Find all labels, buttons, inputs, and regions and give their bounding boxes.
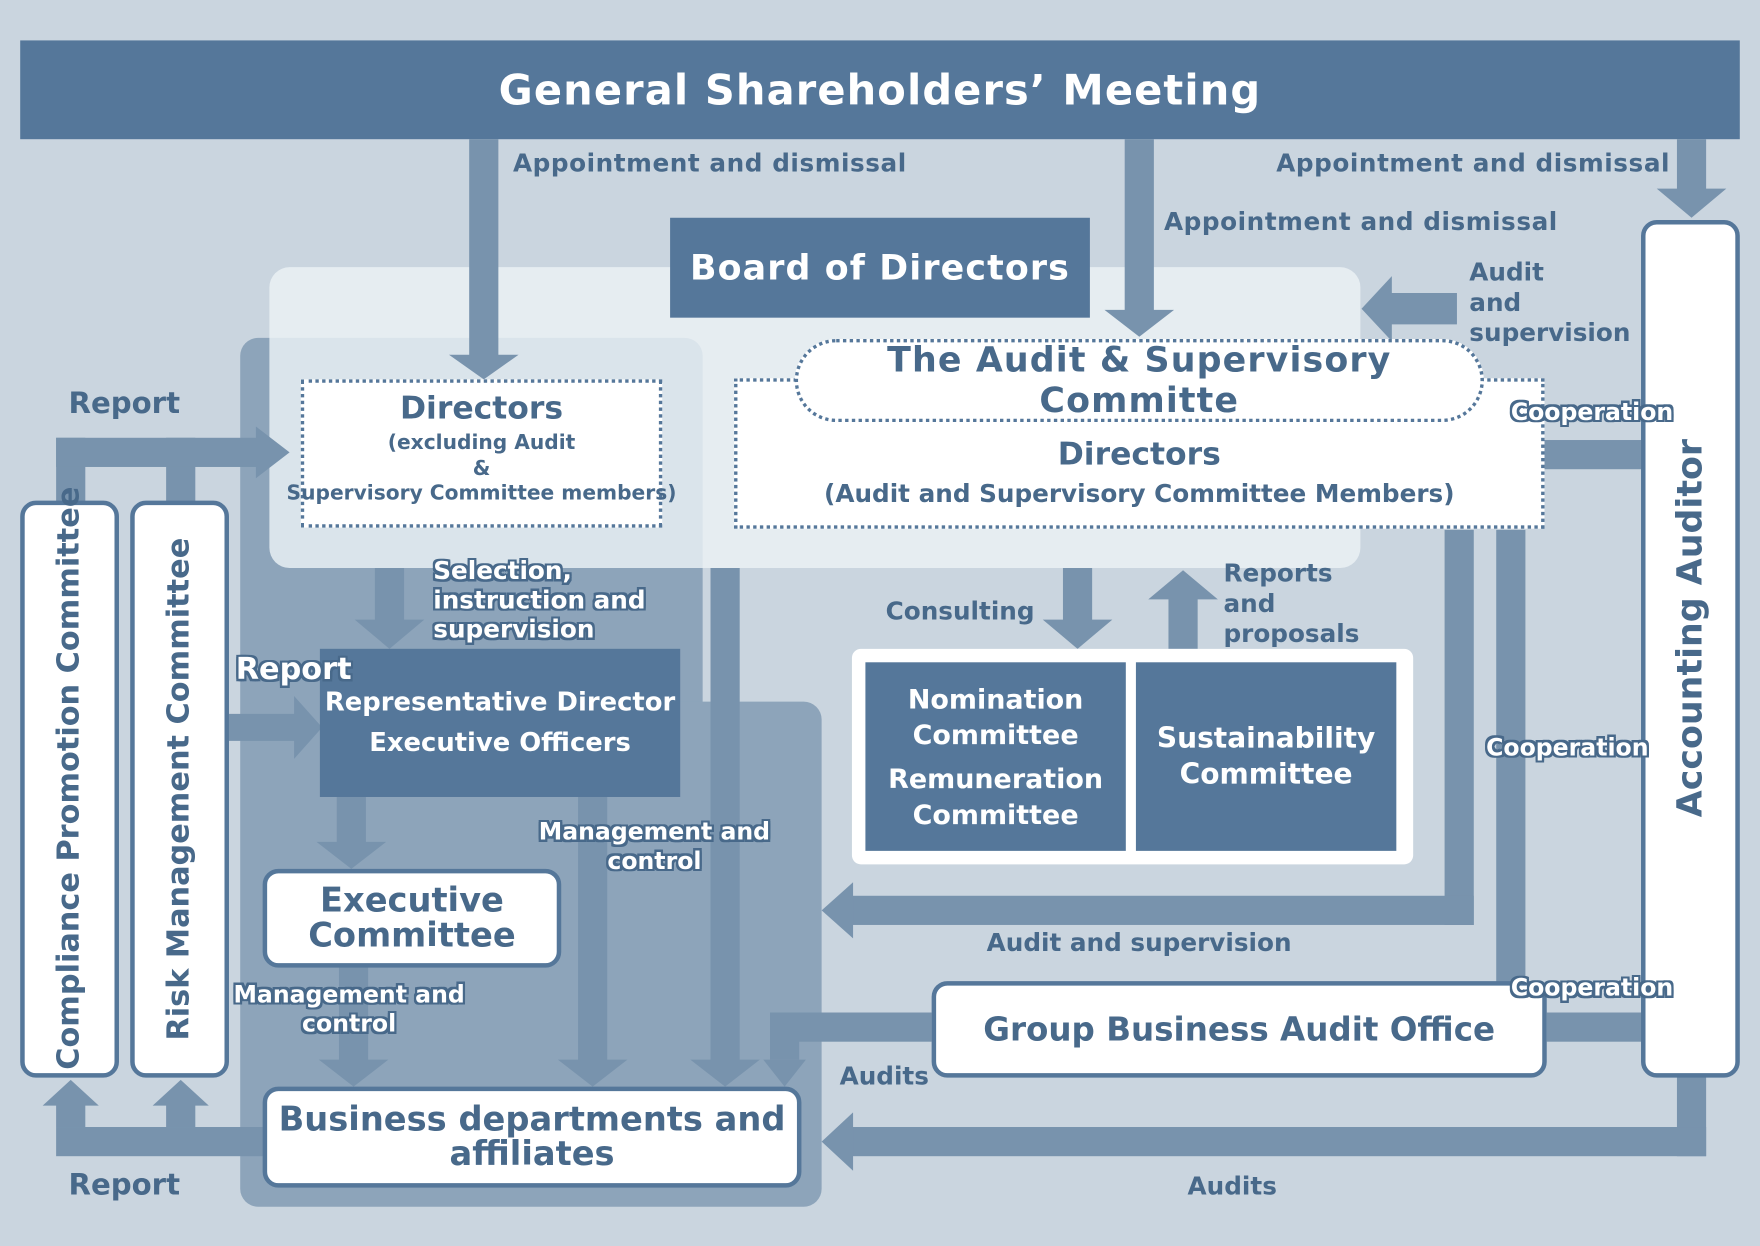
selection-line2: instruction and: [433, 587, 646, 616]
arrow-cooperation-2: [1496, 529, 1526, 984]
executive-committee-line2: Committee: [308, 915, 516, 956]
directors-excluding-line2: &: [472, 456, 491, 481]
selection-line1: Selection,: [433, 557, 572, 586]
compliance-committee-box: [20, 500, 119, 1078]
reports-proposals-line2: and: [1223, 590, 1276, 619]
audits-label-1: Audits: [839, 1063, 929, 1092]
nomination-line2: Committee: [912, 718, 1079, 751]
remuneration-line1: Remuneration: [888, 762, 1104, 795]
arrow-reports-proposals: [1148, 570, 1218, 649]
executive-officers-label: Executive Officers: [369, 728, 631, 758]
representative-director-box: Representative Director Executive Office…: [319, 648, 681, 797]
reports-proposals-line1: Reports: [1223, 560, 1333, 589]
arrow-appointment-audit-committee: [1104, 139, 1175, 337]
selection-line3: supervision: [433, 616, 595, 645]
group-audit-office-box: Group Business Audit Office: [931, 981, 1547, 1078]
audit-committee-title: The Audit & Supervisory Committe: [887, 340, 1392, 421]
arrow-audit-supervision-top: [1361, 276, 1457, 342]
report-bottom-label: Report: [68, 1168, 181, 1203]
sustainability-line1: Sustainability: [1156, 721, 1376, 755]
directors-excluding-line3: Supervisory Committee members): [286, 481, 677, 506]
shareholders-meeting-title: General Shareholders’ Meeting: [498, 65, 1262, 114]
consulting-label: Consulting: [885, 598, 1035, 627]
accounting-auditor-box: [1641, 220, 1740, 1078]
appointment-label-1: Appointment and dismissal: [512, 150, 907, 179]
arrow-cooperation-1: [1544, 440, 1644, 470]
board-of-directors-box: Board of Directors: [670, 217, 1090, 318]
committees-container: Nomination Committee Remuneration Commit…: [851, 648, 1414, 865]
arrow-exec-business: [318, 965, 389, 1087]
remuneration-line2: Committee: [912, 798, 1079, 831]
arrow-audits-1: [763, 1059, 806, 1087]
report-top-label: Report: [68, 387, 181, 421]
selection-label: Selection, instruction and supervision: [433, 558, 645, 646]
arrow-appointment-accounting-auditor: [1656, 139, 1727, 218]
arrow-consulting: [1042, 567, 1113, 649]
audit-committee-pill: The Audit & Supervisory Committe: [794, 339, 1484, 423]
mgmt-control-label-1: Management and control: [539, 817, 770, 875]
arrow-report-bottom-compliance: [42, 1079, 99, 1128]
mgmt-control-2-line2: control: [302, 1010, 397, 1038]
audit-committee-directors-title: Directors: [1057, 435, 1221, 473]
arrow-report-top: [255, 426, 290, 479]
business-departments-line2: affiliates: [449, 1134, 615, 1175]
appointment-label-2: Appointment and dismissal: [1276, 150, 1671, 179]
cooperation-label-2: Cooperation: [1486, 734, 1649, 762]
audit-supervision-bottom-label: Audit and supervision: [986, 929, 1292, 958]
audit-committee-directors-sub: (Audit and Supervisory Committee Members…: [824, 480, 1455, 509]
compliance-committee-title: Compliance Promotion Committee: [51, 486, 87, 1070]
reports-proposals-label: Reports and proposals: [1223, 559, 1359, 650]
audit-supervision-top-line2: and: [1469, 289, 1522, 318]
mgmt-control-1-line2: control: [607, 847, 702, 875]
sustainability-committee-box: Sustainability Committee: [1135, 662, 1397, 851]
board-of-directors-title: Board of Directors: [689, 247, 1071, 288]
audit-supervision-top-line1: Audit: [1469, 259, 1544, 288]
arrow-appointment-directors: [448, 139, 519, 380]
directors-excluding-line1: (excluding Audit: [387, 431, 576, 455]
audit-supervision-top-line3: supervision: [1469, 319, 1631, 348]
arrow-audits-2: [821, 1112, 854, 1171]
representative-director-label: Representative Director: [324, 688, 676, 718]
accounting-auditor-title: Accounting Auditor: [1670, 438, 1711, 818]
arrow-report-mid: [228, 695, 323, 759]
sustainability-line2: Committee: [1179, 757, 1353, 791]
directors-excluding-box: Directors (excluding Audit & Supervisory…: [287, 379, 676, 528]
executive-committee-box: Executive Committee: [262, 868, 562, 968]
appointment-label-3: Appointment and dismissal: [1163, 208, 1558, 237]
audits-label-2: Audits: [1187, 1173, 1277, 1202]
arrow-report-bottom-risk: [152, 1079, 209, 1128]
arrow-board-business: [690, 567, 760, 1087]
business-departments-line1: Business departments and: [278, 1099, 786, 1139]
shareholders-meeting-box: General Shareholders’ Meeting: [20, 40, 1740, 140]
group-audit-office-title: Group Business Audit Office: [983, 1010, 1496, 1049]
arrow-audit-supervision-bottom: [821, 882, 854, 939]
nomination-line1: Nomination: [907, 683, 1084, 715]
arrow-cooperation-3: [1546, 1012, 1644, 1042]
audit-supervision-top-label: Audit and supervision: [1469, 258, 1630, 349]
cooperation-label-1: Cooperation: [1510, 398, 1674, 426]
nomination-remuneration-box: Nomination Committee Remuneration Commit…: [865, 662, 1126, 851]
reports-proposals-line3: proposals: [1223, 620, 1360, 649]
executive-committee-line1: Executive: [319, 880, 504, 920]
mgmt-control-2-line1: Management and: [233, 981, 465, 1009]
risk-committee-box: [130, 500, 229, 1078]
arrow-rep-business: [557, 796, 628, 1087]
report-mid-label: Report: [235, 652, 352, 687]
cooperation-label-3: Cooperation: [1510, 974, 1674, 1002]
mgmt-control-label-2: Management and control: [233, 980, 464, 1038]
arrow-selection: [354, 567, 425, 649]
business-departments-box: Business departments and affiliates: [262, 1086, 802, 1188]
risk-committee-title: Risk Management Committee: [161, 537, 197, 1041]
mgmt-control-1-line1: Management and: [538, 818, 771, 846]
arrow-rep-exec: [316, 796, 387, 869]
directors-excluding-title: Directors: [399, 389, 564, 427]
